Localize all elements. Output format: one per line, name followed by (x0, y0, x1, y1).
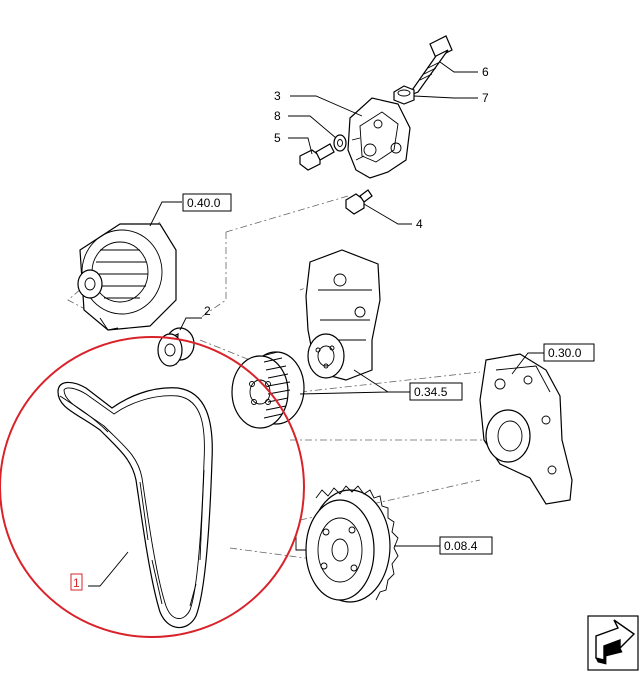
part-number-1: 1 (73, 576, 80, 590)
timing-cover[interactable] (479, 353, 573, 505)
drive-belt[interactable] (57, 381, 213, 629)
nut[interactable] (393, 85, 415, 105)
fan-pulley[interactable] (231, 351, 305, 429)
part-number-2[interactable]: 2 (204, 304, 211, 318)
reference-links: 0.40.0 0.34.5 0.30.0 0.08.4 (182, 193, 595, 555)
part-number-3[interactable]: 3 (274, 89, 281, 103)
leader-lines (88, 61, 544, 587)
ref-alternator-label: 0.40.0 (187, 196, 221, 210)
ref-damper[interactable]: 0.08.4 (439, 536, 493, 555)
ref-damper-label: 0.08.4 (444, 539, 478, 553)
idler-pulley[interactable] (157, 327, 195, 367)
part-number-4[interactable]: 4 (416, 217, 423, 231)
ref-timing-cover-label: 0.30.0 (548, 346, 582, 360)
ref-water-pump-label: 0.34.5 (414, 385, 448, 399)
part-label-1[interactable]: 1 (70, 573, 83, 591)
part-number-5[interactable]: 5 (274, 131, 281, 145)
tensioner-bracket[interactable] (347, 97, 411, 179)
next-page-arrow-icon[interactable] (587, 615, 639, 671)
ref-timing-cover[interactable]: 0.30.0 (543, 343, 595, 362)
water-pump-assembly[interactable] (305, 249, 381, 381)
alternator[interactable] (77, 223, 177, 331)
long-bolt[interactable] (406, 35, 453, 98)
part-number-8[interactable]: 8 (274, 109, 281, 123)
ref-alternator[interactable]: 0.40.0 (182, 193, 232, 212)
part-number-labels: 1 2 3 4 5 6 7 8 (70, 65, 489, 591)
flange-bolt-5[interactable] (299, 143, 335, 171)
crankshaft-damper[interactable] (295, 485, 399, 603)
part-number-6[interactable]: 6 (482, 65, 489, 79)
tensioner-bracket-assembly (299, 35, 453, 215)
part-number-7[interactable]: 7 (482, 91, 489, 105)
ref-water-pump[interactable]: 0.34.5 (409, 382, 463, 401)
flange-bolt-4[interactable] (345, 189, 373, 215)
selection-highlight-circle (0, 336, 305, 638)
washer[interactable] (333, 134, 347, 152)
